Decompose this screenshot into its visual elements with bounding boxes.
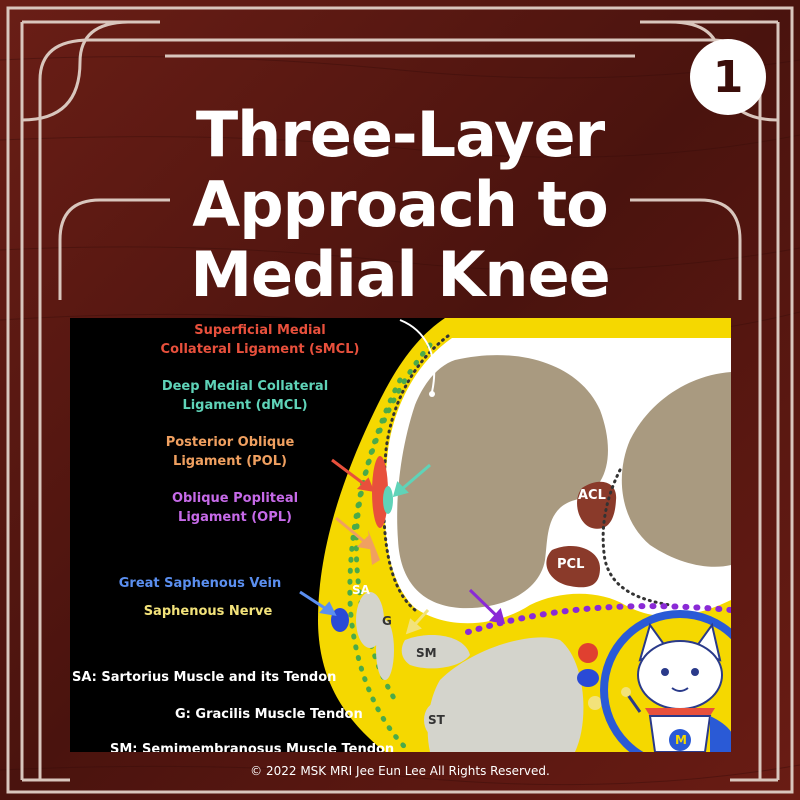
legend-gsv-line-1: Great Saphenous Vein <box>118 576 282 591</box>
legend-pol-line-2: Ligament (POL) <box>173 454 287 469</box>
ornamental-frame <box>6 6 794 794</box>
legend-opl: Oblique Popliteal Ligament (OPL) <box>100 489 370 527</box>
slide-number-badge: 1 <box>690 39 766 115</box>
legend-sn-line-1: Saphenous Nerve <box>143 604 273 619</box>
label-g: G <box>382 614 392 628</box>
legend-pol: Posterior Oblique Ligament (POL) <box>100 433 360 471</box>
abbr-gracilis: G: Gracilis Muscle Tendon <box>175 707 363 722</box>
legend-pol-line-1: Posterior Oblique <box>165 435 295 450</box>
legend-opl-line-2: Ligament (OPL) <box>178 510 292 525</box>
sartorius-shape <box>356 592 384 648</box>
pcl-shape <box>546 546 600 588</box>
label-acl: ACL <box>578 488 606 503</box>
semitendinosus-shape <box>424 702 452 738</box>
gracilis-shape <box>376 620 394 680</box>
smcl-marker <box>372 456 388 528</box>
title-line-3: Medial Knee <box>190 238 610 311</box>
lateral-femoral-condyle <box>621 372 731 567</box>
legend-saphenous-nerve: Saphenous Nerve <box>108 602 308 621</box>
legend-smcl: Superficial Medial Collateral Ligament (… <box>130 321 390 359</box>
copyright-notice: © 2022 MSK MRI Jee Eun Lee All Rights Re… <box>250 764 550 778</box>
popliteal-vein-marker <box>577 669 599 687</box>
title-line-2: Approach to <box>192 168 608 241</box>
label-sa: SA <box>352 583 370 597</box>
label-sm: SM <box>416 646 437 660</box>
knee-diagram <box>70 318 731 752</box>
legend-smcl-line-1: Superficial Medial <box>194 323 326 338</box>
title-line-1: Three-Layer <box>195 98 605 171</box>
legend-opl-line-1: Oblique Popliteal <box>171 491 299 506</box>
semimembranosus-shape <box>401 635 470 669</box>
tibial-nerve-marker <box>588 696 602 710</box>
slide-number: 1 <box>712 51 744 103</box>
popliteal-artery-marker <box>578 643 598 663</box>
pol-marker <box>368 530 380 565</box>
medial-femoral-condyle <box>397 355 608 609</box>
label-st: ST <box>428 713 445 727</box>
mascot-letter: M <box>675 733 687 747</box>
legend-smcl-line-2: Collateral Ligament (sMCL) <box>160 342 360 357</box>
gastrocnemius-shape <box>427 637 584 752</box>
legend-dmcl-line-1: Deep Medial Collateral <box>161 379 329 394</box>
legend-great-saphenous-vein: Great Saphenous Vein <box>100 574 300 593</box>
acl-shape <box>577 481 617 529</box>
legend-dmcl: Deep Medial Collateral Ligament (dMCL) <box>110 377 380 415</box>
abbr-sartorius: SA: Sartorius Muscle and its Tendon <box>72 670 337 685</box>
legend-dmcl-line-2: Ligament (dMCL) <box>182 398 308 413</box>
mascot-logo <box>600 610 731 752</box>
abbr-semimembranosus: SM: Semimembranosus Muscle Tendon <box>110 742 395 752</box>
pointer-arrows <box>299 458 506 635</box>
label-pcl: PCL <box>557 557 585 572</box>
dmcl-marker <box>383 486 393 514</box>
